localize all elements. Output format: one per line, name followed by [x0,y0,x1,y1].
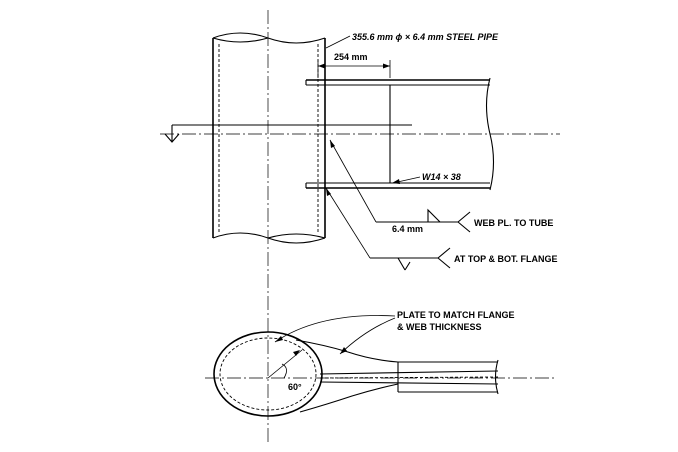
pipe-callout: 355.6 mm ϕ × 6.4 mm STEEL PIPE [325,32,499,49]
dim-254-label: 254 mm [334,52,368,62]
plate-callout: PLATE TO MATCH FLANGE & WEB THICKNESS [274,310,515,355]
plate-label-line2: & WEB THICKNESS [397,322,482,332]
elevation-view: 254 mm 355.6 mm ϕ × 6.4 mm STEEL PIPE W1… [160,10,560,445]
angle-60: 60° [267,349,303,392]
dimension-254: 254 mm [317,52,391,78]
weld-size-label: 6.4 mm [392,224,423,234]
web-plate-label: WEB PL. TO TUBE [474,218,553,228]
weld-callout-web: 6.4 mm WEB PL. TO TUBE [329,139,553,234]
top-bot-flange-label: AT TOP & BOT. FLANGE [454,254,558,264]
section-cut-line [160,124,560,143]
weld-callout-flange: AT TOP & BOT. FLANGE [325,187,558,271]
steel-pipe [212,32,326,244]
side-plates [295,339,399,413]
angle-label: 60° [288,382,302,392]
pipe-label: 355.6 mm ϕ × 6.4 mm STEEL PIPE [352,32,499,42]
beam-label: W14 × 38 [422,172,461,182]
plate-label-line1: PLATE TO MATCH FLANGE [397,310,515,320]
w14-beam [305,77,495,191]
pipe-inner-circle [219,337,317,411]
beam-web-plan [319,359,499,395]
plan-view: 60° PLATE TO MATCH FLANGE & WEB THICKNES… [205,310,555,417]
beam-callout: W14 × 38 [392,172,461,184]
